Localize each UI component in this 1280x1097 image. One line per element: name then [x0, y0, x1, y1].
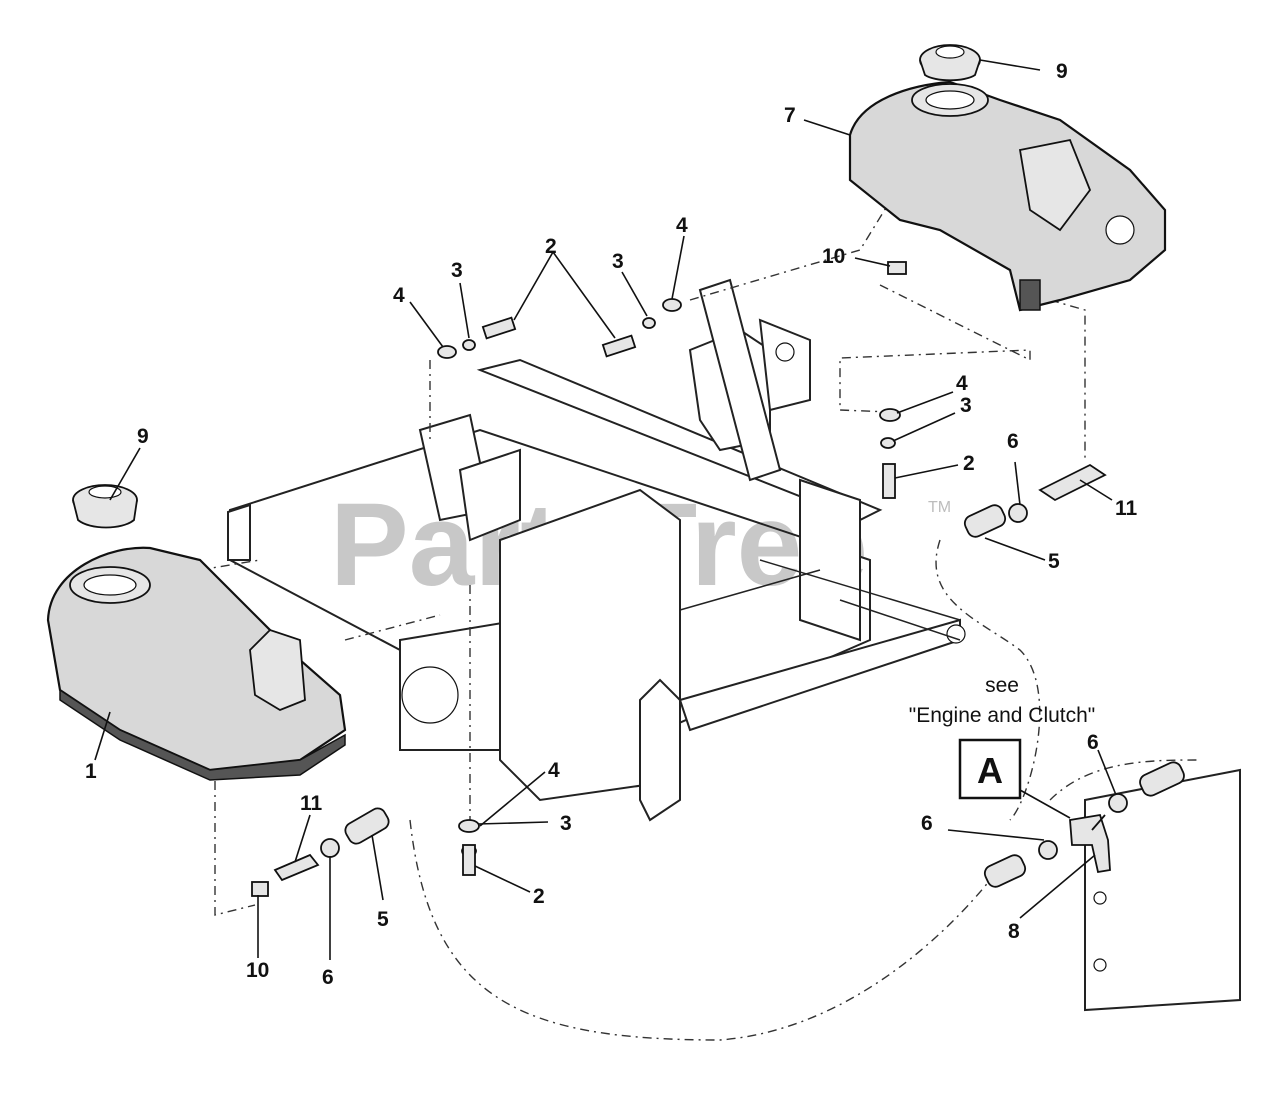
chassis-frame: [227, 278, 1241, 1012]
callout-2-c[interactable]: 2: [533, 885, 545, 908]
callout-10-right[interactable]: 10: [822, 245, 845, 268]
callout-9-left[interactable]: 9: [137, 425, 149, 448]
callout-6-d[interactable]: 6: [1087, 731, 1099, 754]
assembly-lines: [199, 184, 1201, 1041]
callout-1[interactable]: 1: [85, 760, 97, 783]
callout-10-left[interactable]: 10: [246, 959, 269, 982]
hardware: [251, 261, 907, 897]
callout-11-left[interactable]: 11: [300, 792, 323, 815]
reference-see-text: see: [985, 674, 1019, 697]
fuel-tank-left: [46, 546, 347, 781]
callout-4-d[interactable]: 4: [548, 759, 560, 782]
callout-4-a[interactable]: 4: [393, 284, 405, 307]
callout-3-a[interactable]: 3: [451, 259, 463, 282]
leader-lines: [94, 59, 1117, 960]
fuel-cap-right: [919, 44, 981, 82]
callout-3-c[interactable]: 3: [960, 394, 972, 417]
callout-11-right[interactable]: 11: [1115, 497, 1138, 520]
callout-6-b[interactable]: 6: [322, 966, 334, 989]
callout-9-right[interactable]: 9: [1056, 60, 1068, 83]
callout-4-c[interactable]: 4: [956, 372, 968, 395]
reference-target-text[interactable]: "Engine and Clutch": [909, 704, 1096, 727]
callout-6-c[interactable]: 6: [921, 812, 933, 835]
callout-2-a[interactable]: 2: [545, 235, 557, 258]
watermark-trademark: TM: [928, 499, 951, 516]
callout-4-b[interactable]: 4: [676, 214, 688, 237]
callout-7[interactable]: 7: [784, 104, 796, 127]
reference-box[interactable]: A: [958, 738, 1022, 800]
callouts: 1 9 9 7 10 4 3 2 3 4 4 3 2 6 11 5 4 3 2 …: [85, 60, 1138, 989]
callout-5-b[interactable]: 5: [377, 908, 389, 931]
callout-3-b[interactable]: 3: [612, 250, 624, 273]
callout-2-b[interactable]: 2: [963, 452, 975, 475]
fuel-tank-right: [848, 80, 1167, 312]
reference-box-label: A: [977, 750, 1003, 791]
callout-5-a[interactable]: 5: [1048, 550, 1060, 573]
callout-8[interactable]: 8: [1008, 920, 1020, 943]
callout-6-a[interactable]: 6: [1007, 430, 1019, 453]
callout-3-d[interactable]: 3: [560, 812, 572, 835]
fuel-lines: [273, 463, 1185, 888]
fuel-cap-left: [72, 484, 138, 529]
